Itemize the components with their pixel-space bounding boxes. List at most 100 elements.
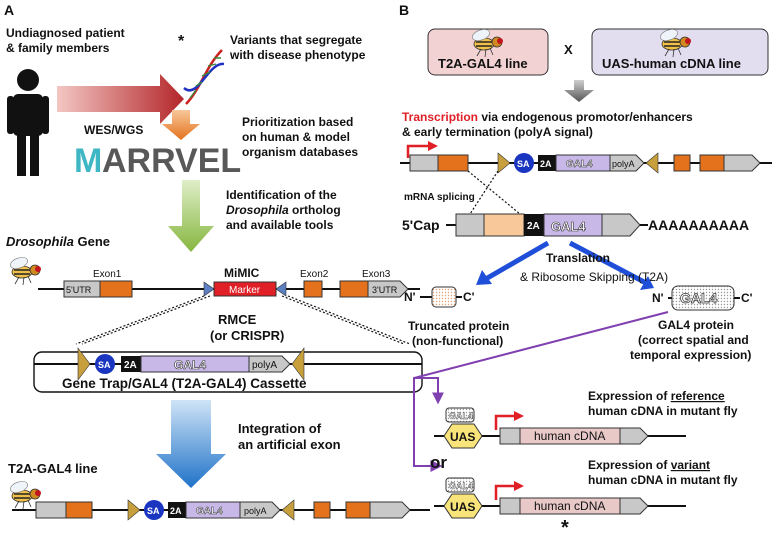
cross-label: X	[564, 42, 573, 57]
b-utr5-box	[409, 154, 439, 172]
cassette-left-site	[77, 347, 91, 381]
ident-drosophila: Drosophila	[226, 203, 289, 217]
ref-cdna-label: human cDNA	[534, 429, 605, 443]
integ-label-2: an artificial exon	[238, 437, 341, 452]
polya-label: polyA	[252, 360, 277, 371]
t2a-polya-box	[239, 501, 281, 519]
var-utr3-box	[619, 497, 649, 515]
variants-label-2: with disease phenotype	[229, 48, 366, 62]
splicing-lines	[467, 170, 521, 215]
mrna-utr5-box	[455, 213, 485, 237]
var-cdna-label: human cDNA	[534, 499, 605, 513]
mrna-polya-box	[601, 213, 641, 237]
translation-arrow-right	[568, 240, 648, 286]
utr3-label: 3'UTR	[372, 285, 398, 295]
t2a-2a-box	[168, 502, 186, 518]
var-uas-box	[443, 493, 483, 519]
trunc-label-1: Truncated protein	[408, 319, 509, 333]
rmce-label-2: (or CRISPR)	[210, 328, 284, 343]
patient-icon	[7, 69, 49, 176]
dna-icon	[183, 49, 225, 105]
var-utr5-box	[499, 497, 521, 515]
mrna-2a-box	[524, 214, 544, 236]
transcription-rest: via endogenous promotor/enhancers	[478, 110, 693, 124]
gene-drosophila: Drosophila	[6, 234, 74, 249]
t2a-gal4-line-box	[427, 28, 549, 76]
integ-label-1: Integration of	[238, 421, 322, 436]
b-2a-label: 2A	[540, 159, 552, 169]
t2a-exon1-box	[65, 501, 93, 519]
b-2a-box	[538, 155, 556, 171]
translation-arrow-left-head	[476, 270, 492, 285]
polya-tail-label: AAAAAAAAAA	[648, 217, 749, 233]
transcription-red: Transcription	[402, 110, 478, 124]
marrvel-logo-m: M	[74, 142, 102, 180]
gal4-prot-label-1: GAL4 protein	[658, 318, 734, 332]
ref-promoter-arrow	[494, 414, 516, 430]
mimic-label: MiMIC	[224, 266, 260, 280]
prior-label-2: on human & model	[242, 130, 350, 144]
rmce-label-1: RMCE	[218, 312, 257, 327]
ref-promoter-arrow-head	[514, 411, 524, 421]
ident-label-1: Identification of the	[226, 188, 337, 202]
gal4-binding-line	[413, 311, 669, 472]
variant-asterisk: *	[178, 33, 185, 50]
marker-label: Marker	[229, 285, 261, 296]
var-label-underline: variant	[671, 458, 710, 472]
gal4-binding-line-ref	[414, 377, 444, 405]
ref-utr5-box	[499, 427, 521, 445]
exon2-box	[303, 280, 323, 298]
b-utr3-box	[723, 154, 761, 172]
var-gal4-bound-label: GAL4	[449, 481, 473, 491]
b-exon2-box	[673, 154, 691, 172]
sa-circle	[95, 354, 115, 374]
variants-label-1: Variants that segregate	[230, 33, 362, 47]
transcription-label-2: & early termination (polyA signal)	[402, 125, 593, 139]
ref-label-underline: reference	[671, 389, 725, 403]
b-sa-circle	[514, 153, 534, 173]
translation-arrow-right-head	[640, 276, 654, 290]
ref-utr3-box	[619, 427, 649, 445]
polya-box	[248, 355, 291, 373]
b-polya-label: polyA	[612, 159, 635, 169]
fly-icon	[8, 254, 42, 286]
exon1-box	[99, 280, 133, 298]
b-polya-box	[609, 154, 645, 172]
b-exon3-box	[699, 154, 725, 172]
ribosome-label: & Ribosome Skipping (T2A)	[520, 270, 668, 284]
wes-label: WES/WGS	[84, 123, 143, 137]
var-promoter-arrow-head	[514, 481, 524, 491]
gal4-label: GAL4	[174, 358, 206, 372]
or-label: or	[430, 453, 447, 472]
t2a-box	[121, 356, 141, 372]
ref-label-2: human cDNA in mutant fly	[588, 404, 738, 418]
box-left-label: T2A-GAL4 line	[438, 56, 528, 71]
promoter-arrow-b1-head	[428, 141, 438, 151]
gal4-protein-label: GAL4	[680, 290, 718, 306]
var-promoter-arrow	[494, 484, 516, 500]
t2a-sa-circle	[144, 500, 164, 520]
box-right-label: UAS-human cDNA line	[602, 56, 741, 71]
gene-word: Gene	[74, 234, 110, 249]
var-label-2: human cDNA in mutant fly	[588, 473, 738, 487]
trunc-label-2: (non-functional)	[412, 334, 503, 348]
promoter-arrow-b1	[406, 144, 430, 158]
cap-label: 5'Cap	[402, 217, 440, 233]
transcription-label: Transcription via endogenous promotor/en…	[402, 110, 693, 124]
b-exon1-box	[437, 154, 469, 172]
panel-b-letter: B	[399, 2, 409, 18]
t2a-exon2-box	[313, 501, 331, 519]
blue-arrow	[156, 400, 226, 488]
t2a-sa-label: SA	[147, 506, 160, 516]
mimic-right-site	[275, 281, 287, 297]
var-label-1: Expression of variant	[588, 458, 710, 472]
t2a-right-site	[281, 499, 295, 521]
trunc-protein-box	[431, 286, 457, 308]
panel-a-letter: A	[4, 2, 14, 18]
cross-arrow	[564, 80, 594, 102]
exon1-label: Exon1	[93, 269, 122, 280]
prior-label-3: organism databases	[242, 145, 358, 159]
ident-label-2: Drosophila ortholog	[226, 203, 341, 217]
t2a-line-label: T2A-GAL4 line	[8, 461, 98, 476]
